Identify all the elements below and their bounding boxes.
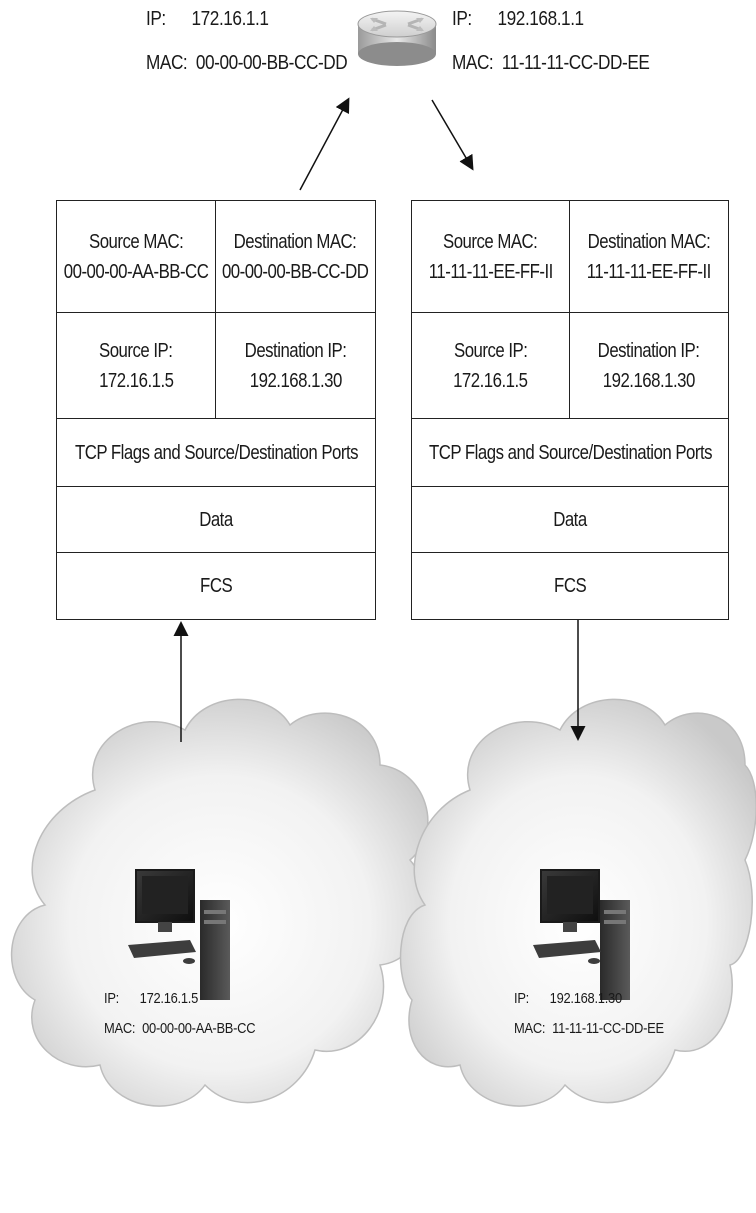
data-label: Data (199, 508, 233, 531)
dest-mac-cell: Destination MAC: 00-00-00-BB-CC-DD (216, 201, 375, 312)
fcs-row: FCS (57, 553, 375, 619)
data-row: Data (412, 487, 728, 553)
dest-mac-label: Destination MAC: (234, 230, 357, 253)
host-left-ip: IP:172.16.1.5 (104, 990, 199, 1007)
dest-mac-label: Destination MAC: (587, 230, 711, 253)
fcs-label: FCS (199, 575, 233, 597)
computer-icon (533, 869, 630, 1000)
dest-ip-label: Destination IP: (598, 339, 700, 362)
dest-ip-value: 192.168.1.30 (249, 369, 342, 392)
source-ip-value: 172.16.1.5 (453, 369, 528, 392)
fcs-row: FCS (412, 553, 728, 619)
dest-ip-value: 192.168.1.30 (602, 369, 696, 392)
router-icon (357, 10, 437, 66)
ethernet-frame-left: Source MAC: 00-00-00-AA-BB-CC Destinatio… (56, 200, 376, 620)
router-right-ip: IP:192.168.1.1 (452, 8, 584, 30)
dest-mac-value: 00-00-00-BB-CC-DD (222, 260, 369, 283)
source-ip-cell: Source IP: 172.16.1.5 (57, 313, 216, 418)
dest-mac-value: 11-11-11-EE-FF-II (586, 260, 712, 283)
mac-row: Source MAC: 11-11-11-EE-FF-II Destinatio… (412, 201, 728, 313)
source-ip-value: 172.16.1.5 (98, 369, 174, 392)
tcp-label: TCP Flags and Source/Destination Ports (428, 441, 712, 464)
dest-ip-cell: Destination IP: 192.168.1.30 (216, 313, 375, 418)
router-left-ip: IP:172.16.1.1 (146, 8, 269, 30)
dest-ip-label: Destination IP: (244, 339, 347, 362)
host-right-ip: IP:192.168.1.30 (514, 990, 622, 1007)
source-ip-label: Source IP: (99, 339, 173, 362)
source-mac-cell: Source MAC: 00-00-00-AA-BB-CC (57, 201, 216, 312)
arrow-router-to-frame (431, 99, 474, 171)
source-ip-cell: Source IP: 172.16.1.5 (412, 313, 570, 418)
ip-row: Source IP: 172.16.1.5 Destination IP: 19… (57, 313, 375, 419)
router-right-mac: MAC:11-11-11-CC-DD-EE (452, 52, 650, 74)
source-mac-value: 11-11-11-EE-FF-II (428, 260, 553, 283)
dest-mac-cell: Destination MAC: 11-11-11-EE-FF-II (570, 201, 728, 312)
data-label: Data (553, 508, 587, 531)
source-ip-label: Source IP: (453, 339, 528, 362)
mac-row: Source MAC: 00-00-00-AA-BB-CC Destinatio… (57, 201, 375, 313)
ip-row: Source IP: 172.16.1.5 Destination IP: 19… (412, 313, 728, 419)
arrow-frame-to-router (299, 97, 350, 191)
source-mac-label: Source MAC: (88, 230, 184, 253)
tcp-row: TCP Flags and Source/Destination Ports (57, 419, 375, 487)
ethernet-frame-right: Source MAC: 11-11-11-EE-FF-II Destinatio… (411, 200, 729, 620)
host-left-mac: MAC:00-00-00-AA-BB-CC (104, 1020, 256, 1037)
data-row: Data (57, 487, 375, 553)
fcs-label: FCS (553, 575, 587, 597)
dest-ip-cell: Destination IP: 192.168.1.30 (570, 313, 728, 418)
source-mac-label: Source MAC: (443, 230, 538, 253)
tcp-row: TCP Flags and Source/Destination Ports (412, 419, 728, 487)
router-left-mac: MAC:00-00-00-BB-CC-DD (146, 52, 348, 74)
tcp-label: TCP Flags and Source/Destination Ports (74, 441, 358, 464)
source-mac-cell: Source MAC: 11-11-11-EE-FF-II (412, 201, 570, 312)
computer-icon (128, 869, 230, 1000)
host-right-mac: MAC:11-11-11-CC-DD-EE (514, 1020, 664, 1037)
source-mac-value: 00-00-00-AA-BB-CC (63, 260, 209, 283)
